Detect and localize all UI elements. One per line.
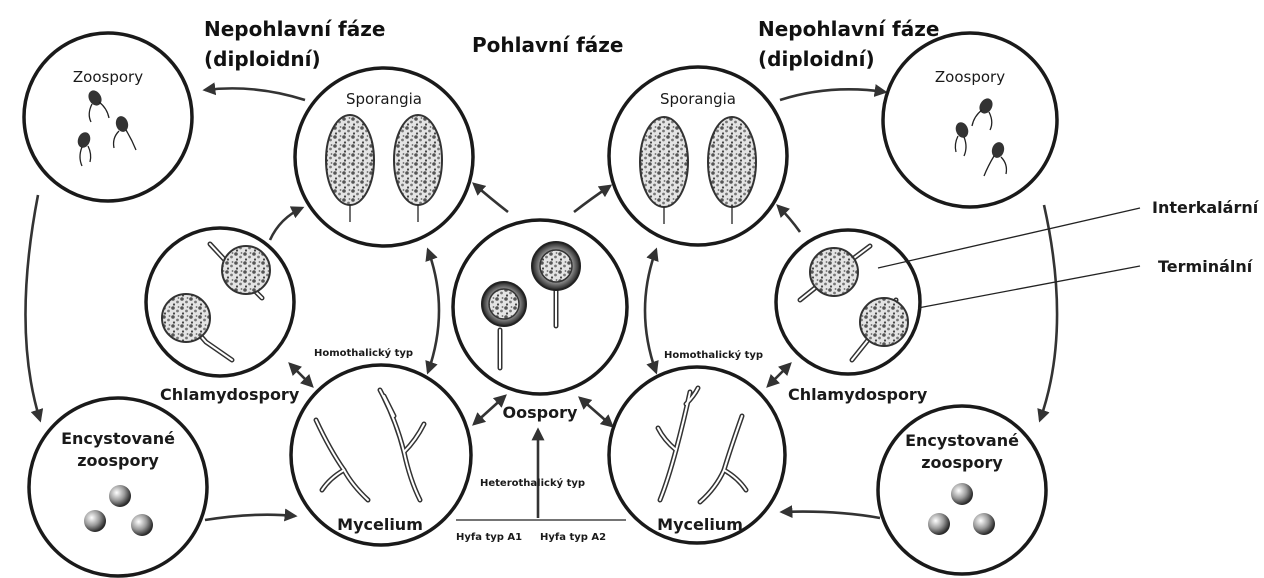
label-encysted-right-1: Encystované bbox=[905, 431, 1019, 450]
zoospores-right-circle bbox=[883, 33, 1057, 207]
zoospores-left-stage bbox=[24, 33, 192, 201]
label-sporangia-left: Sporangia bbox=[346, 90, 422, 108]
chlamydospore-icon bbox=[810, 248, 858, 296]
label-zoospores-left: Zoospory bbox=[73, 68, 143, 86]
label-intercalary: Interkalární bbox=[1152, 198, 1260, 217]
heading-asexual-right-1: Nepohlavní fáze bbox=[758, 17, 939, 41]
arrow-sporangia-to-zoospores-right bbox=[780, 89, 885, 100]
encysted-zoospore-icon bbox=[109, 485, 131, 507]
chlamydospore-icon bbox=[222, 246, 270, 294]
chlamydospores-right-stage bbox=[776, 230, 920, 374]
arrow-chlamydo-mycelium-right bbox=[768, 364, 790, 386]
label-encysted-left-2: zoospory bbox=[77, 451, 159, 470]
label-encysted-left-1: Encystované bbox=[61, 429, 175, 448]
label-mycelium-left: Mycelium bbox=[337, 515, 423, 534]
label-oospores: Oospory bbox=[503, 403, 578, 422]
arrow-oospores-to-sporangia-right bbox=[574, 186, 610, 212]
arrow-zoospores-to-encysted-right bbox=[1040, 205, 1057, 420]
arrow-chlamydo-to-sporangia-left bbox=[270, 208, 302, 240]
chlamydospores-left-stage bbox=[146, 228, 294, 376]
zoospores-right-stage bbox=[883, 33, 1057, 207]
arrow-sporangia-to-zoospores-left bbox=[205, 88, 305, 100]
heading-asexual-right-2: (diploidní) bbox=[758, 47, 875, 71]
oospores-circle bbox=[453, 220, 627, 394]
heading-sexual: Pohlavní fáze bbox=[472, 33, 623, 57]
label-homothallic-left: Homothalický typ bbox=[314, 347, 413, 359]
encysted-zoospore-icon bbox=[928, 513, 950, 535]
label-hypha-a2: Hyfa typ A2 bbox=[540, 532, 606, 543]
arrow-chlamydo-to-sporangia-right bbox=[778, 206, 800, 232]
label-encysted-right-2: zoospory bbox=[921, 453, 1003, 472]
pointer-line-terminal bbox=[918, 266, 1140, 308]
pointer-line-intercalary bbox=[878, 208, 1140, 268]
label-chlamydospores-left: Chlamydospory bbox=[160, 385, 300, 404]
arrow-sporangia-mycelium-right bbox=[645, 250, 656, 372]
encysted-zoospore-icon bbox=[84, 510, 106, 532]
arrow-zoospores-to-encysted-left bbox=[25, 195, 40, 420]
label-heterothallic: Heterothalický typ bbox=[480, 477, 585, 489]
arrow-chlamydo-mycelium-left bbox=[290, 364, 312, 386]
label-hypha-a1: Hyfa typ A1 bbox=[456, 532, 522, 543]
label-mycelium-right: Mycelium bbox=[657, 515, 743, 534]
encysted-left-stage bbox=[29, 398, 207, 576]
arrow-encysted-to-mycelium-left bbox=[205, 515, 295, 520]
encysted-zoospore-icon bbox=[973, 513, 995, 535]
arrow-oospores-to-sporangia-left bbox=[474, 184, 508, 212]
arrow-mycelium-oospores-left bbox=[474, 396, 505, 424]
arrow-mycelium-oospores-right bbox=[580, 398, 612, 426]
oospores-stage bbox=[453, 220, 627, 394]
arrow-sporangia-mycelium-left bbox=[428, 250, 439, 372]
heading-asexual-left-2: (diploidní) bbox=[204, 47, 321, 71]
label-zoospores-right: Zoospory bbox=[935, 68, 1005, 86]
heading-asexual-left-1: Nepohlavní fáze bbox=[204, 17, 385, 41]
label-chlamydospores-right: Chlamydospory bbox=[788, 385, 928, 404]
encysted-zoospore-icon bbox=[131, 514, 153, 536]
zoospores-left-circle bbox=[24, 33, 192, 201]
label-sporangia-right: Sporangia bbox=[660, 90, 736, 108]
arrow-encysted-to-mycelium-right bbox=[782, 512, 880, 518]
label-terminal: Terminální bbox=[1158, 257, 1254, 276]
encysted-zoospore-icon bbox=[951, 483, 973, 505]
label-homothallic-right: Homothalický typ bbox=[664, 349, 763, 361]
chlamydospore-icon bbox=[860, 298, 908, 346]
chlamydospore-icon bbox=[162, 294, 210, 342]
